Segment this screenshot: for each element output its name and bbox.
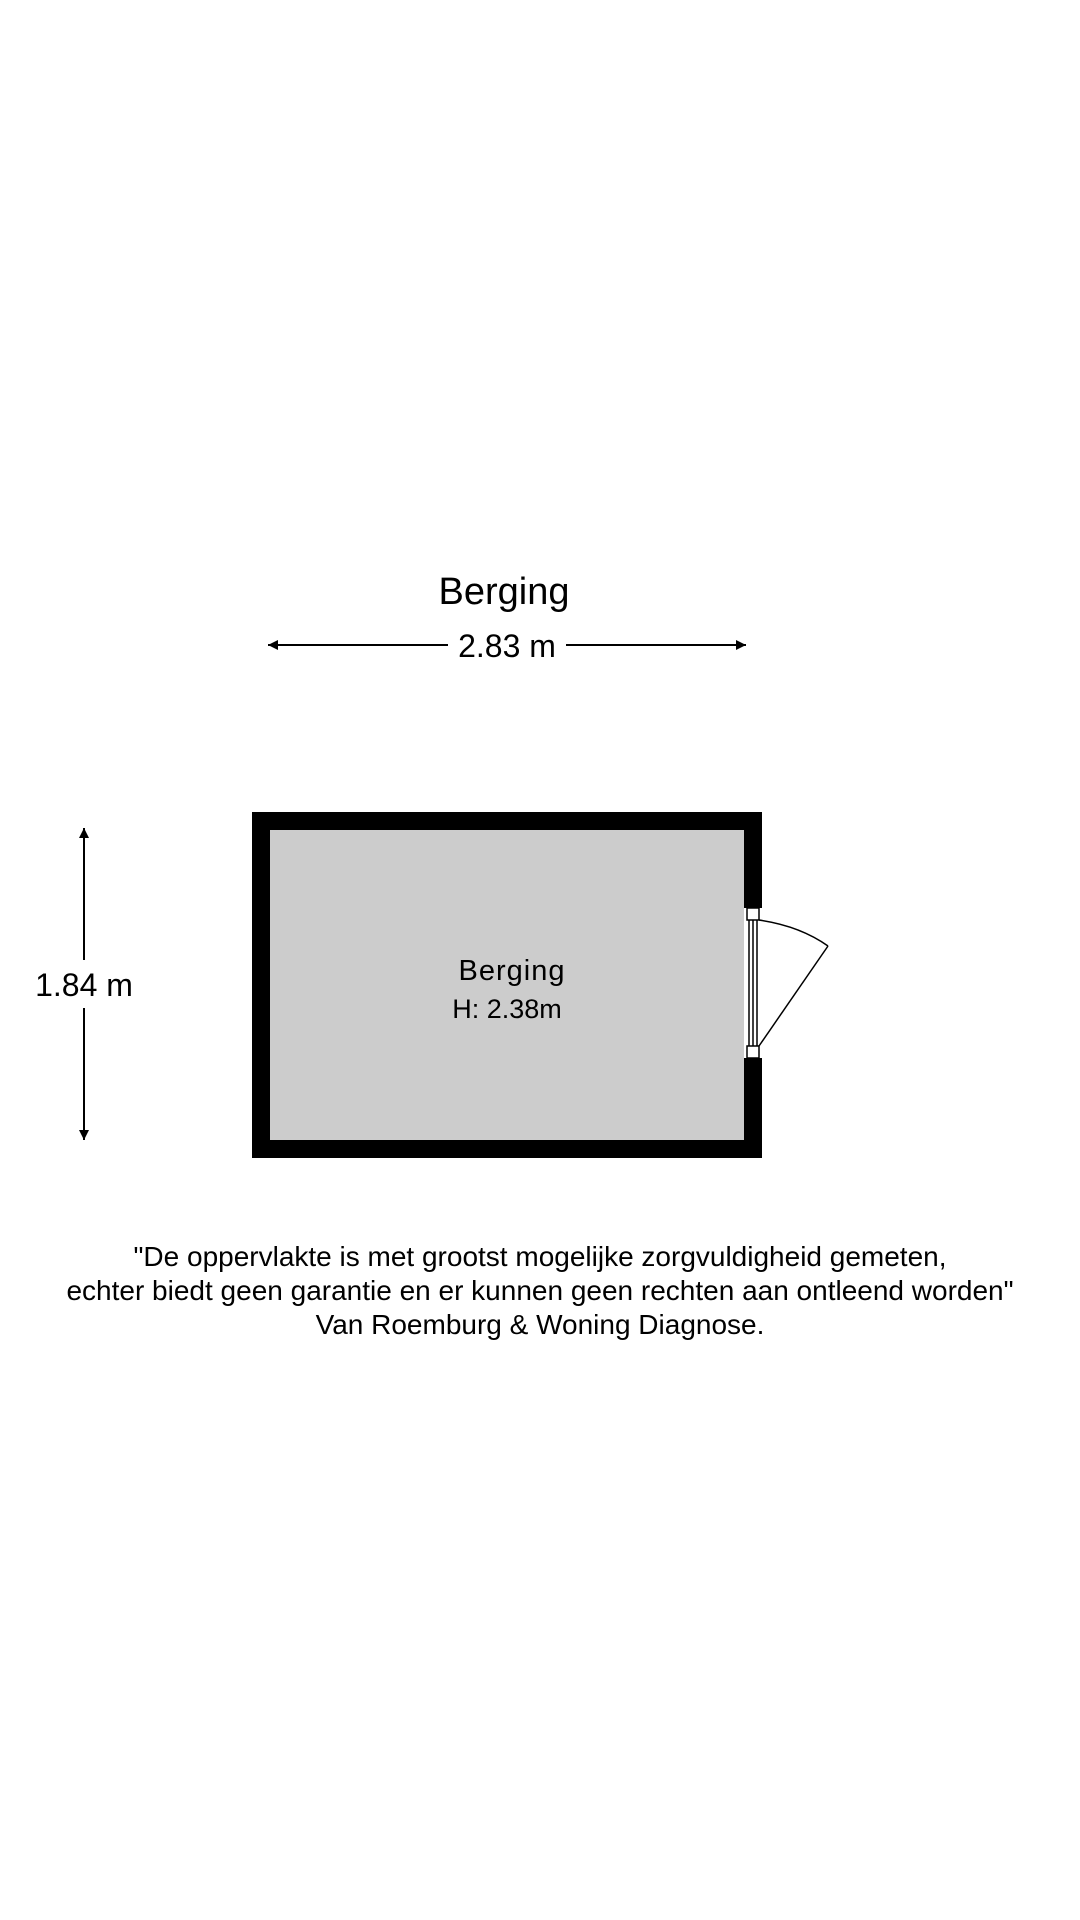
room-floor [270,830,744,1140]
room-name-label: Berging [459,955,566,987]
door-jamb-bottom [746,1045,760,1059]
door-swing-arc [758,919,829,947]
width-dimension-label: 2.83 m [458,628,556,664]
disclaimer-line-3: Van Roemburg & Woning Diagnose. [315,1309,765,1340]
disclaimer-text: "De oppervlakte is met grootst mogelijke… [0,1240,1080,1342]
room-height-label: H: 2.38m [452,994,562,1024]
door-opening [744,908,764,1058]
disclaimer-line-2: echter biedt geen garantie en er kunnen … [66,1275,1014,1306]
door-leaf [758,945,829,1047]
disclaimer-line-1: "De oppervlakte is met grootst mogelijke… [133,1241,947,1272]
plan-title: Berging [439,571,570,613]
door-jamb-top [746,907,760,921]
height-dimension-label: 1.84 m [35,967,133,1003]
